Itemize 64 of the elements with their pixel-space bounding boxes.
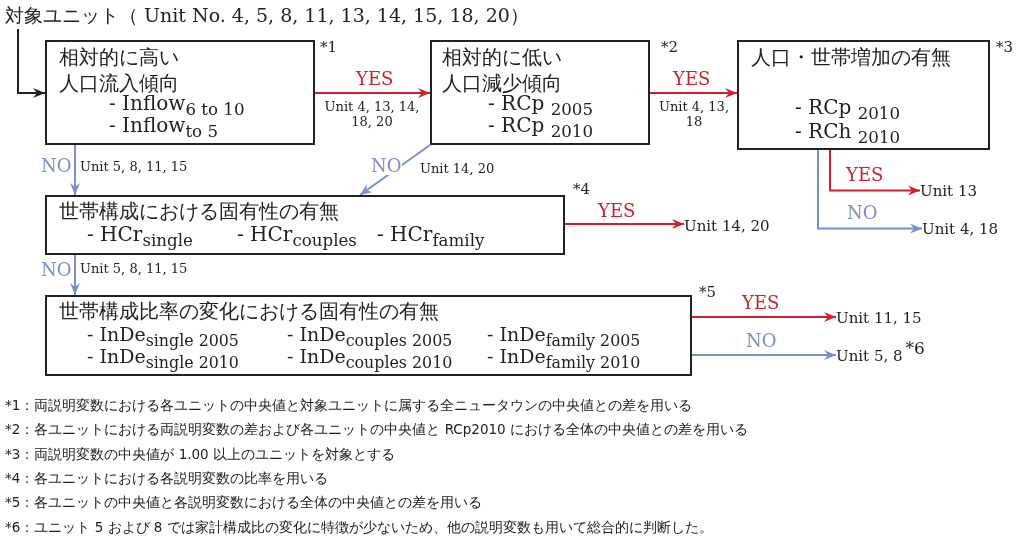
- result-label: Unit 4, 18: [922, 220, 999, 238]
- footnote-marker: *6: [905, 338, 925, 358]
- box-heading: 相対的に高い人口流入傾向: [59, 44, 180, 95]
- result-label: Unit 11, 15: [836, 309, 922, 327]
- arrow: [359, 144, 431, 196]
- condition-box: [430, 40, 650, 145]
- unit-label: Unit 4, 13, 18: [657, 100, 731, 130]
- arrow: [314, 88, 431, 98]
- variable-label: - HCr$_{family}$: [377, 223, 485, 251]
- footnote: *2：各ユニットにおける両説明変数の差および各ユニットの中央値と RCp2010 における全体の中央値との差を用いる: [5, 421, 748, 440]
- arrow: [564, 219, 685, 229]
- box-heading: 世帯構成における固有性の有無: [59, 198, 340, 224]
- edge-label: YES: [742, 294, 780, 312]
- condition-box: [45, 295, 692, 376]
- edge-label: YES: [673, 70, 711, 88]
- edge-label: YES: [598, 202, 636, 220]
- footnote: *6：ユニット 5 および 8 では家計構成比の変化に特徴が少ないため、他の説明変数も用いて総合的に判断した。: [5, 518, 713, 537]
- unit-label: Unit 5, 8, 11, 15: [80, 160, 188, 175]
- edge-label: NO: [847, 204, 878, 222]
- edge-label: NO: [41, 261, 72, 279]
- variable-label: - InDe$_{single 2005}$: [87, 324, 239, 350]
- variable-label: - HCr$_{couples}$: [237, 223, 357, 251]
- footnote: *1：両説明変数における各ユニットの中央値と対象ユニットに属する全ニュータウンの中央値との差を用いる: [5, 397, 693, 415]
- variable-label: - Inflow$_{to 5}$: [109, 114, 219, 142]
- arrow: [691, 312, 837, 322]
- edge-label: YES: [846, 166, 884, 184]
- condition-box: [737, 40, 990, 150]
- footnote-marker: *3: [996, 38, 1014, 56]
- footnote-marker: *5: [699, 283, 717, 301]
- result-label: Unit 13: [920, 182, 977, 200]
- variable-label: - RCp $_{2010}$: [488, 114, 594, 142]
- variable-label: - RCh $_{2010}$: [795, 120, 901, 148]
- footnote: *3：両説明変数の中央値が 1.00 以上のユニットを対象とする: [5, 445, 395, 464]
- unit-label: Unit 14, 20: [420, 162, 495, 177]
- result-label: Unit 14, 20: [684, 217, 770, 235]
- unit-label: Unit 5, 8, 11, 15: [80, 262, 188, 277]
- unit-label: Unit 4, 13, 14, 18, 20: [323, 100, 421, 130]
- box-heading: 世帯構成比率の変化における固有性の有無: [59, 298, 440, 324]
- footnote: *4：各ユニットにおける各説明変数の比率を用いる: [5, 469, 329, 488]
- box-heading: 人口・世帯増加の有無: [751, 44, 952, 70]
- condition-box: [45, 195, 565, 255]
- footnote-marker: *2: [661, 38, 679, 56]
- arrow: [70, 144, 80, 196]
- condition-box: [45, 40, 315, 145]
- arrow: [70, 254, 80, 296]
- variable-label: - RCp $_{2010}$: [795, 96, 901, 123]
- variable-label: - InDe$_{family 2005}$: [487, 324, 641, 350]
- result-label: Unit 5, 8: [836, 347, 903, 365]
- footnote-marker: *1: [320, 38, 338, 56]
- variable-label: - HCr$_{single}$: [87, 223, 193, 251]
- arrow: [649, 88, 738, 98]
- edge-label: NO: [371, 157, 402, 175]
- edge-label: YES: [356, 70, 394, 88]
- arrow: [817, 149, 923, 234]
- edge-label: NO: [746, 332, 777, 350]
- footnote-marker: *4: [573, 180, 591, 198]
- arrow: [17, 28, 46, 98]
- edge-label: NO: [41, 157, 72, 175]
- arrow: [691, 350, 837, 360]
- footnote: *5：各ユニットの中央値と各説明変数における全体の中央値との差を用いる: [5, 494, 483, 513]
- variable-label: - InDe$_{couples 2005}$: [287, 324, 453, 350]
- box-heading: 相対的に低い人口減少傾向: [442, 44, 563, 95]
- start-label: 対象ユニット（ Unit No. 4, 5, 8, 11, 13, 14, 15, 18, 20）: [5, 4, 529, 26]
- arrow: [829, 149, 921, 196]
